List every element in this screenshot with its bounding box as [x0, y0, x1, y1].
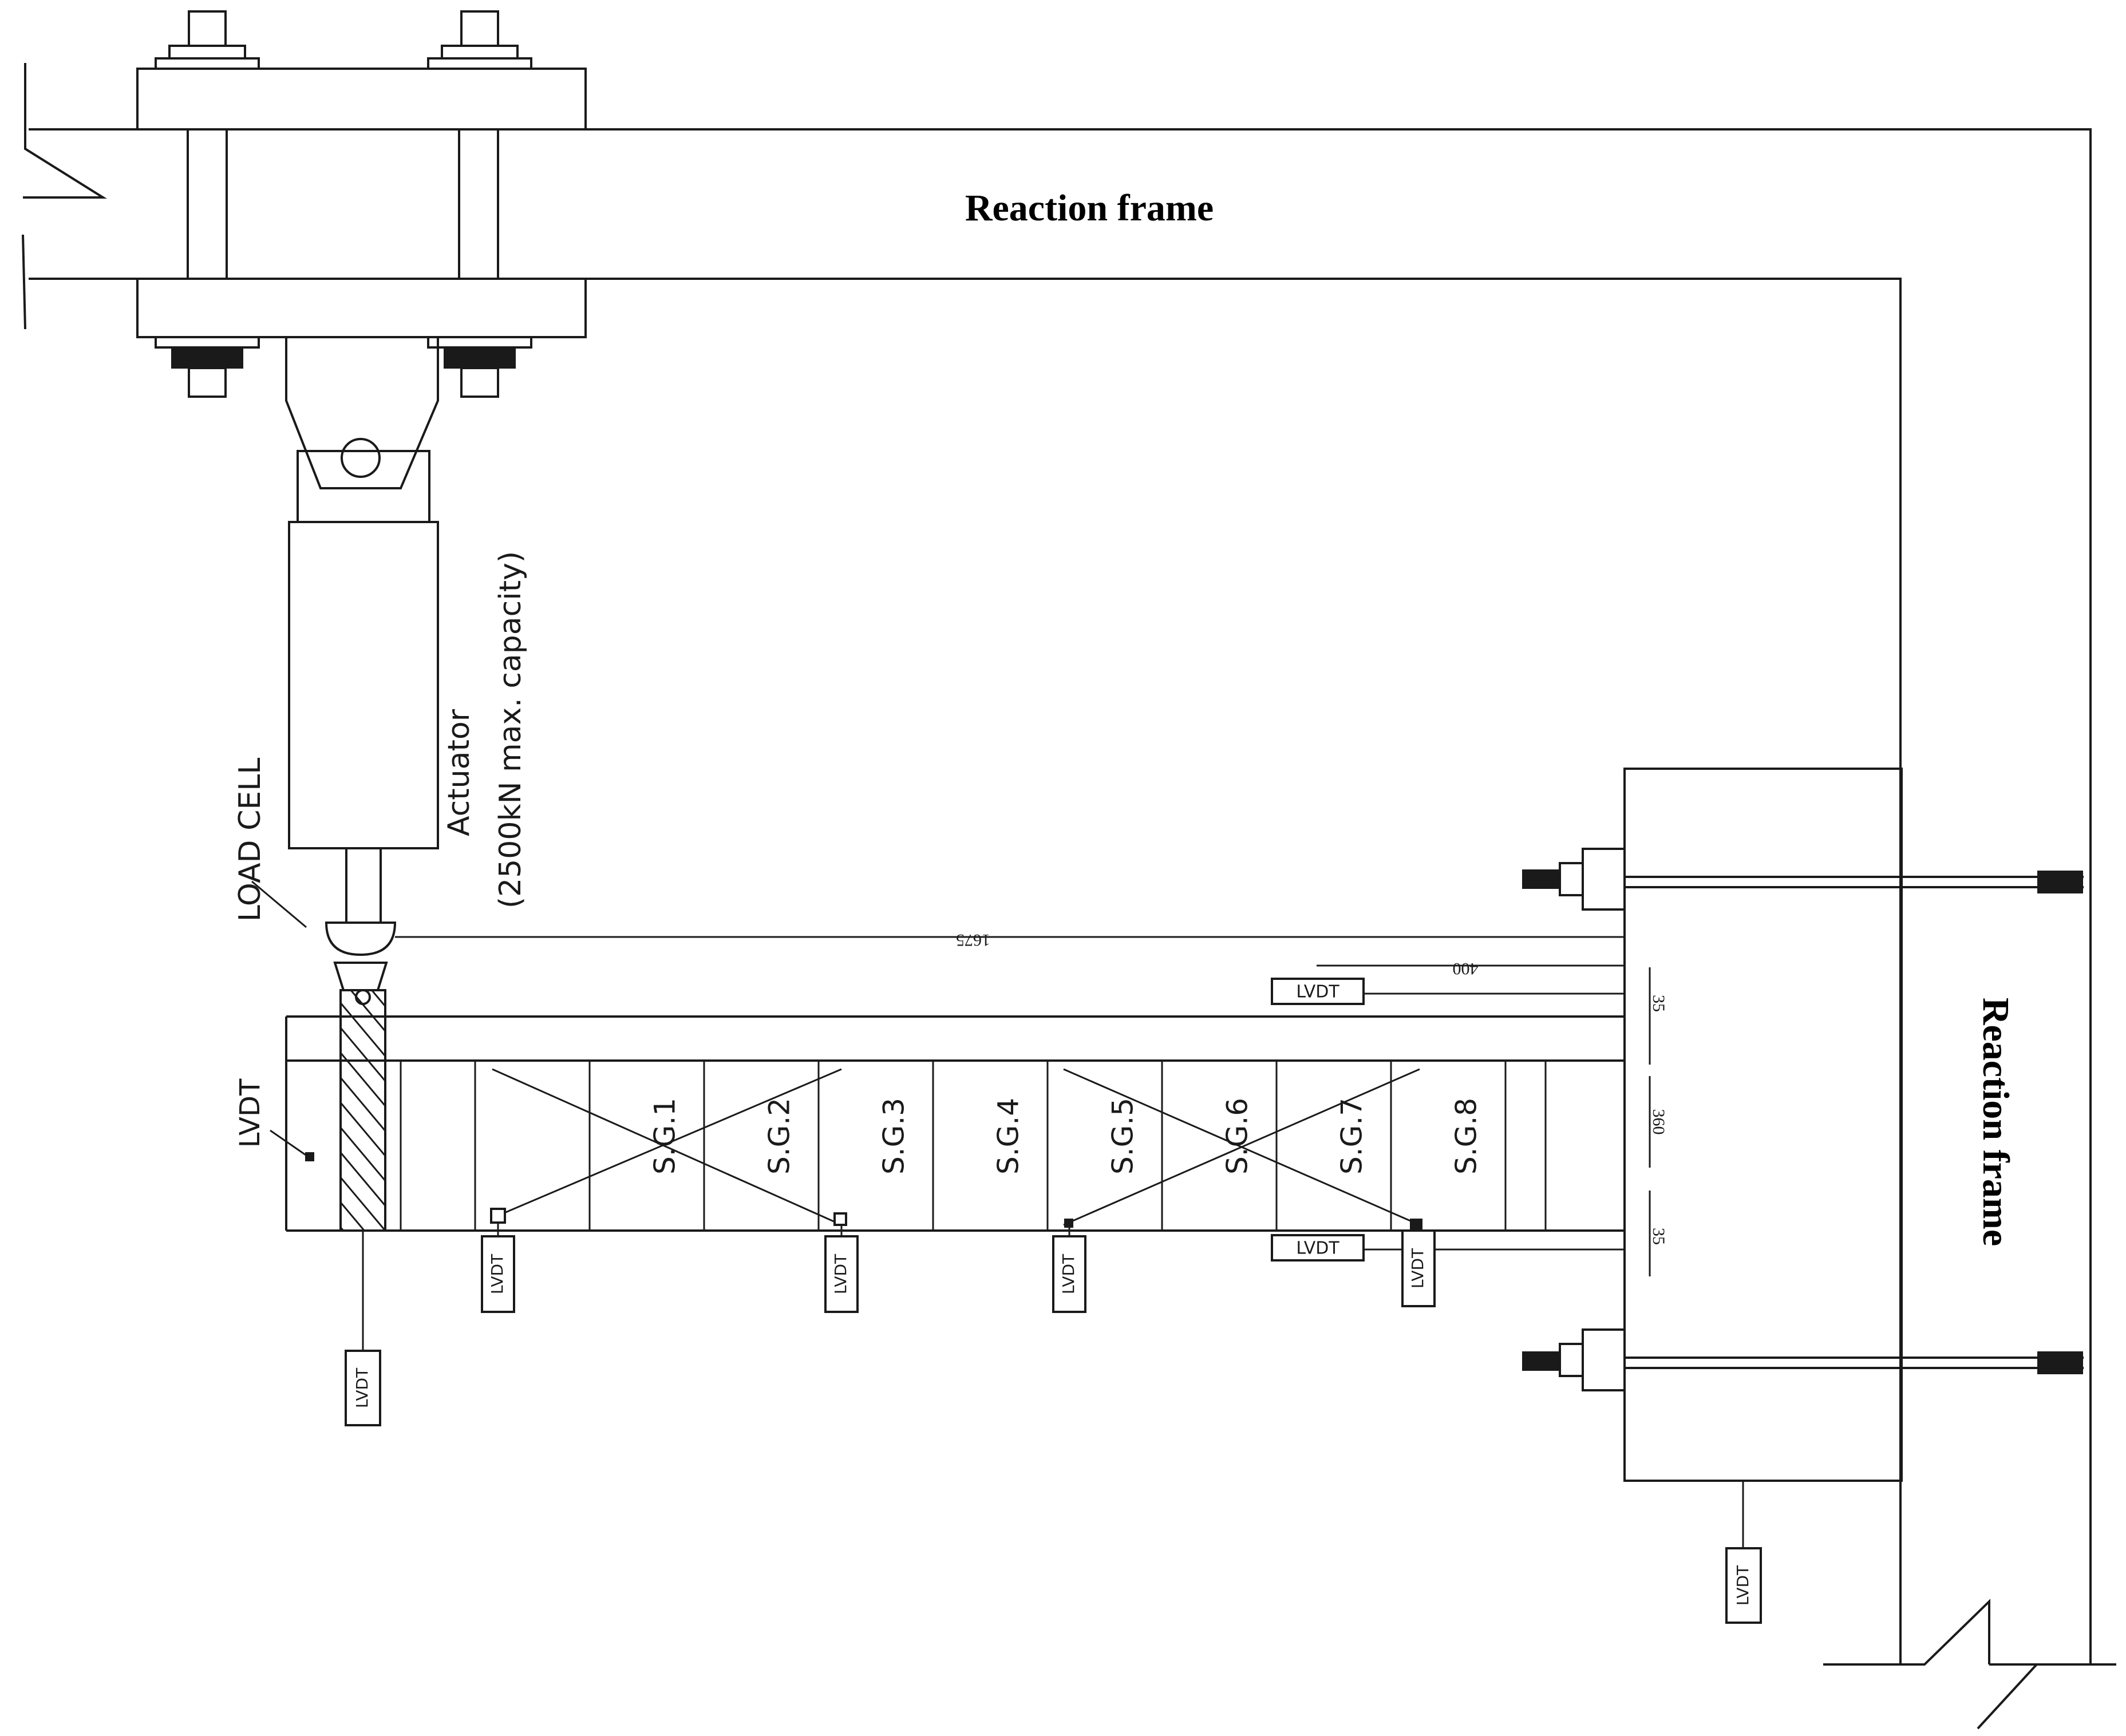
actuator-label: Actuator: [442, 709, 476, 836]
strain-gauge-label: S.G.4: [992, 1098, 1025, 1175]
strain-gauge-label: S.G.2: [763, 1098, 796, 1175]
strain-gauge-label: S.G.5: [1107, 1098, 1140, 1175]
strain-gauge-label: S.G.7: [1335, 1098, 1369, 1175]
break-mark-left: [23, 63, 107, 199]
strain-gauge-label: S.G.8: [1450, 1098, 1483, 1175]
clamp-assembly: [136, 10, 587, 398]
strain-gauge-labels: S.G.1 S.G.2 S.G.3 S.G.4 S.G.5 S.G.6 S.G.7 S.G.8: [649, 1098, 1483, 1175]
lvdt-box: [1271, 1234, 1365, 1262]
dimension-depth: 360: [1649, 1109, 1668, 1135]
strain-gauge-label: S.G.1: [649, 1098, 682, 1175]
pin-icon: [341, 438, 381, 478]
actuator-capacity-label: (2500kN max. capacity): [493, 551, 528, 908]
dimensions: 1675 400 35 360 35: [395, 931, 1668, 1276]
lvdt-label: LVDT: [1733, 1565, 1752, 1605]
load-cell: [251, 880, 397, 991]
lvdt-box: [1271, 978, 1365, 1005]
lvdt-label: LVDT: [1296, 982, 1339, 1002]
actuator: [285, 337, 439, 924]
dimension-offset: 400: [1453, 959, 1479, 978]
strain-gauge-label: S.G.6: [1221, 1098, 1254, 1175]
dimension-cover-bottom: 35: [1649, 1228, 1668, 1245]
lvdt-label: LVDT: [1296, 1239, 1339, 1259]
lvdt-label: LVDT: [234, 1078, 266, 1148]
lvdt-label: LVDT: [353, 1367, 372, 1408]
lvdt-sensors: LVDT LVDT LVDT LVDT LVDT LVDT LVDT LVDT: [234, 978, 1762, 1624]
reaction-frame-right-label: Reaction frame: [1975, 998, 2017, 1246]
stirrups: [400, 1061, 1547, 1231]
hatched-loading-plate: [339, 989, 386, 1232]
dimension-span: 1675: [956, 931, 990, 950]
lvdt-box: [824, 1235, 859, 1313]
lvdt-label: LVDT: [831, 1253, 850, 1294]
lvdt-box: [345, 1350, 381, 1426]
beam-specimen: S.G.1 S.G.2 S.G.3 S.G.4 S.G.5 S.G.6 S.G.7 S.G.8: [285, 989, 1625, 1232]
break-mark-bottom: [1823, 1599, 2116, 1730]
lvdt-box: [1725, 1547, 1762, 1624]
lvdt-label: LVDT: [1408, 1248, 1427, 1288]
strain-gauge-label: S.G.3: [878, 1098, 911, 1175]
lvdt-label: LVDT: [1059, 1253, 1078, 1294]
lvdt-box: [481, 1235, 515, 1313]
lvdt-label: LVDT: [488, 1253, 507, 1294]
reaction-frame-top-label: Reaction frame: [965, 187, 1214, 229]
load-cell-label: LOAD CELL: [233, 758, 267, 922]
lvdt-box: [1052, 1235, 1086, 1313]
dimension-cover-top: 35: [1649, 995, 1668, 1012]
fixed-support: [1522, 768, 2084, 1482]
